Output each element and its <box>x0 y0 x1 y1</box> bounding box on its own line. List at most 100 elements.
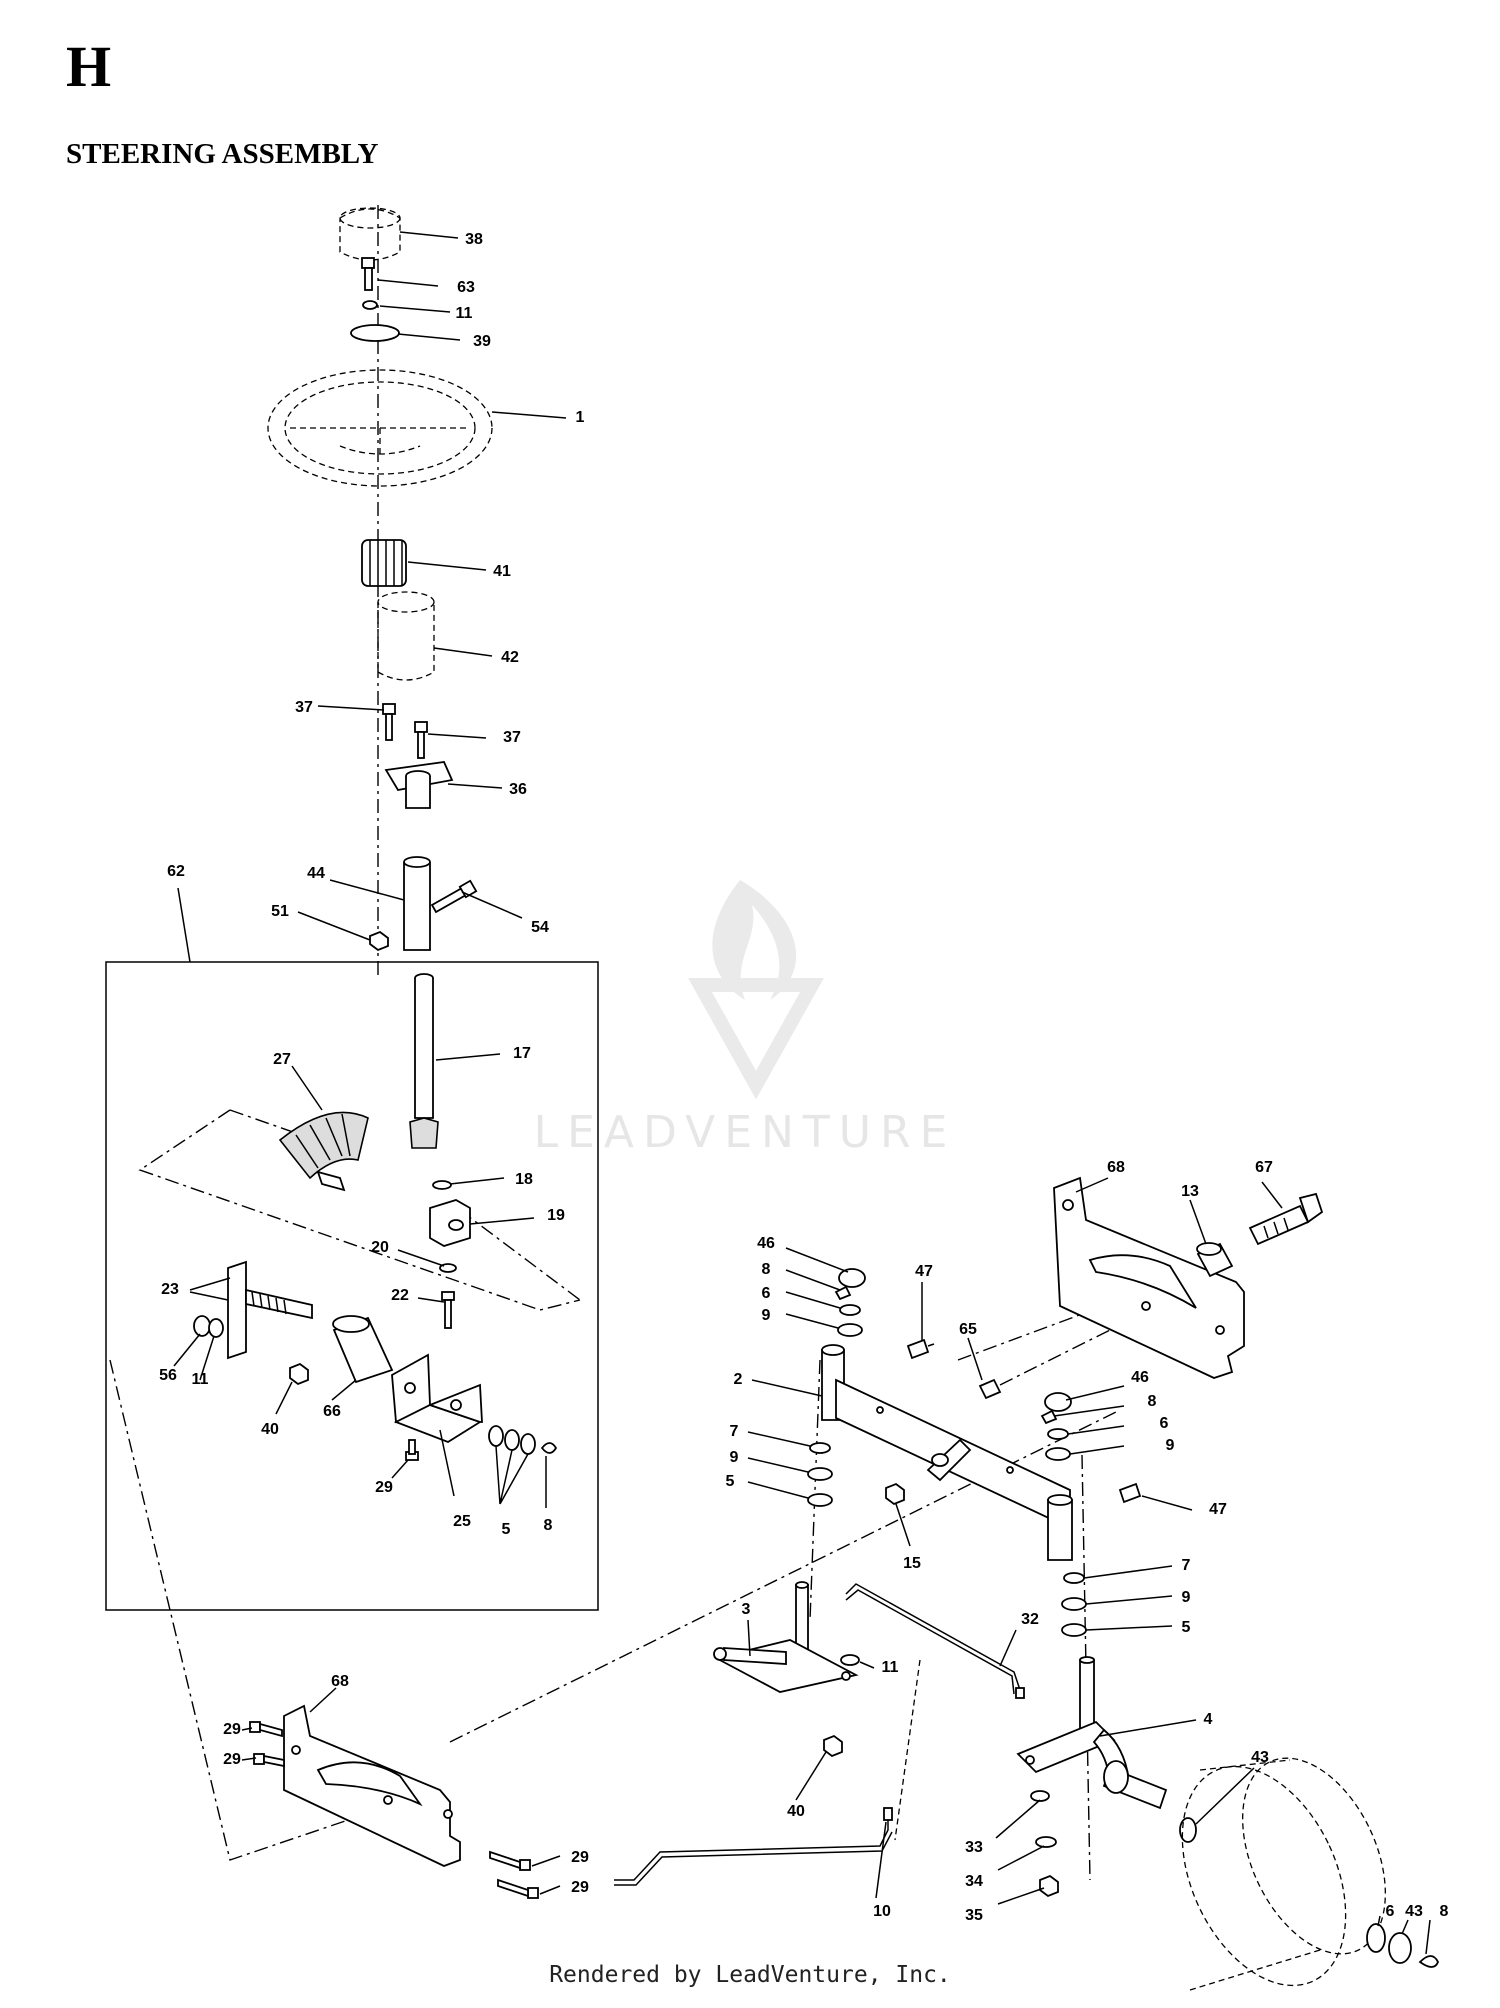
callout-56: 56 <box>159 1367 177 1384</box>
part-11-washer <box>208 1318 224 1338</box>
part-8-clip-left <box>834 1285 852 1301</box>
part-8-clip <box>540 1442 558 1454</box>
callout-15: 15 <box>903 1555 921 1572</box>
part-41-hub <box>361 539 407 587</box>
callout-23: 23 <box>161 1281 179 1298</box>
part-44-shaft <box>403 856 431 951</box>
callout-32: 32 <box>1021 1611 1039 1628</box>
part-65-bushing <box>978 1378 1002 1400</box>
callout-37: 37 <box>503 729 521 746</box>
part-11-washer <box>362 300 378 310</box>
callout-68: 68 <box>331 1673 349 1690</box>
part-13-spacer <box>1196 1242 1234 1278</box>
leader-lines <box>173 231 1431 1955</box>
part-7-washer-right <box>1063 1572 1085 1584</box>
callout-8: 8 <box>544 1517 553 1534</box>
callout-43: 43 <box>1405 1903 1423 1920</box>
callout-9: 9 <box>762 1307 771 1324</box>
callout-39: 39 <box>473 333 491 350</box>
part-29-bolt <box>405 1439 419 1461</box>
callout-7: 7 <box>1182 1557 1191 1574</box>
part-43-washer-outer <box>1388 1932 1412 1964</box>
part-25-bracket <box>391 1353 483 1444</box>
part-68-bracket-left <box>283 1704 461 1867</box>
part-35-nut <box>1039 1874 1059 1898</box>
callout-7: 7 <box>730 1423 739 1440</box>
part-17-pinion-shaft <box>409 973 439 1149</box>
callout-46: 46 <box>1131 1369 1149 1386</box>
watermark-text: LEADVENTURE <box>534 1107 957 1158</box>
callout-8: 8 <box>762 1261 771 1278</box>
callout-11: 11 <box>882 1659 899 1676</box>
callout-34: 34 <box>965 1873 983 1890</box>
callout-43: 43 <box>1251 1749 1269 1766</box>
callout-29: 29 <box>571 1879 589 1896</box>
callout-5: 5 <box>1182 1619 1191 1636</box>
callout-9: 9 <box>730 1449 739 1466</box>
callout-29: 29 <box>571 1849 589 1866</box>
callout-47: 47 <box>915 1263 933 1280</box>
part-51-nut <box>369 930 389 952</box>
part-6-washer-right <box>1047 1428 1069 1440</box>
part-68-bracket-right <box>1053 1176 1245 1379</box>
part-37-bolts <box>382 703 428 759</box>
part-38-cap <box>339 207 401 261</box>
part-29-bolts-lower <box>249 1721 539 1899</box>
callout-6: 6 <box>1160 1415 1169 1432</box>
callout-10: 10 <box>873 1903 891 1920</box>
callout-19: 19 <box>547 1207 565 1224</box>
part-46-cap-right <box>1044 1392 1072 1412</box>
part-39-plate <box>350 324 400 342</box>
callout-29: 29 <box>223 1751 241 1768</box>
callout-17: 17 <box>513 1045 531 1062</box>
part-47-zerk-left <box>906 1338 935 1360</box>
callout-44: 44 <box>307 865 325 882</box>
page-title: STEERING ASSEMBLY <box>66 138 379 170</box>
callout-5: 5 <box>726 1473 735 1490</box>
callout-6: 6 <box>1386 1903 1395 1920</box>
callout-36: 36 <box>509 781 527 798</box>
callout-51: 51 <box>271 903 289 920</box>
callout-37: 37 <box>295 699 313 716</box>
part-47-zerk-right <box>1118 1482 1142 1504</box>
callout-8: 8 <box>1148 1393 1157 1410</box>
callout-62: 62 <box>167 863 185 880</box>
part-5-washer-left <box>807 1493 833 1507</box>
callout-67: 67 <box>1255 1159 1273 1176</box>
callout-20: 20 <box>371 1239 389 1256</box>
part-54-bolt <box>430 879 478 914</box>
callout-68: 68 <box>1107 1159 1125 1176</box>
part-9-washer-left <box>837 1323 863 1337</box>
part-8-clip-right <box>1040 1409 1058 1425</box>
part-9-washer-left-lower <box>807 1467 833 1481</box>
callout-41: 41 <box>493 563 511 580</box>
callout-63: 63 <box>457 279 475 296</box>
callout-18: 18 <box>515 1171 533 1188</box>
part-6-washer-wheel <box>1366 1923 1386 1953</box>
part-15-nut <box>885 1482 905 1506</box>
callout-2: 2 <box>734 1371 743 1388</box>
part-1-steering-wheel <box>267 369 493 487</box>
part-9-washer-right <box>1045 1447 1071 1461</box>
footer-credit: Rendered by LeadVenture, Inc. <box>549 1962 951 1988</box>
part-4-right-spindle <box>1016 1656 1168 1810</box>
callout-1: 1 <box>576 409 585 426</box>
callout-25: 25 <box>453 1513 471 1530</box>
part-2-front-axle <box>821 1344 1073 1561</box>
callout-54: 54 <box>531 919 549 936</box>
callout-33: 33 <box>965 1839 983 1856</box>
part-10-drag-link <box>614 1807 893 1886</box>
part-40-nut-mid <box>823 1734 843 1758</box>
section-letter: H <box>66 34 112 99</box>
subassembly-62-box <box>105 961 599 1611</box>
part-46-cap-left <box>838 1268 866 1288</box>
callout-27: 27 <box>273 1051 291 1068</box>
callout-3: 3 <box>742 1601 751 1618</box>
callout-40: 40 <box>787 1803 805 1820</box>
callout-9: 9 <box>1166 1437 1175 1454</box>
callout-40: 40 <box>261 1421 279 1438</box>
part-5-washer-right <box>1061 1623 1087 1637</box>
